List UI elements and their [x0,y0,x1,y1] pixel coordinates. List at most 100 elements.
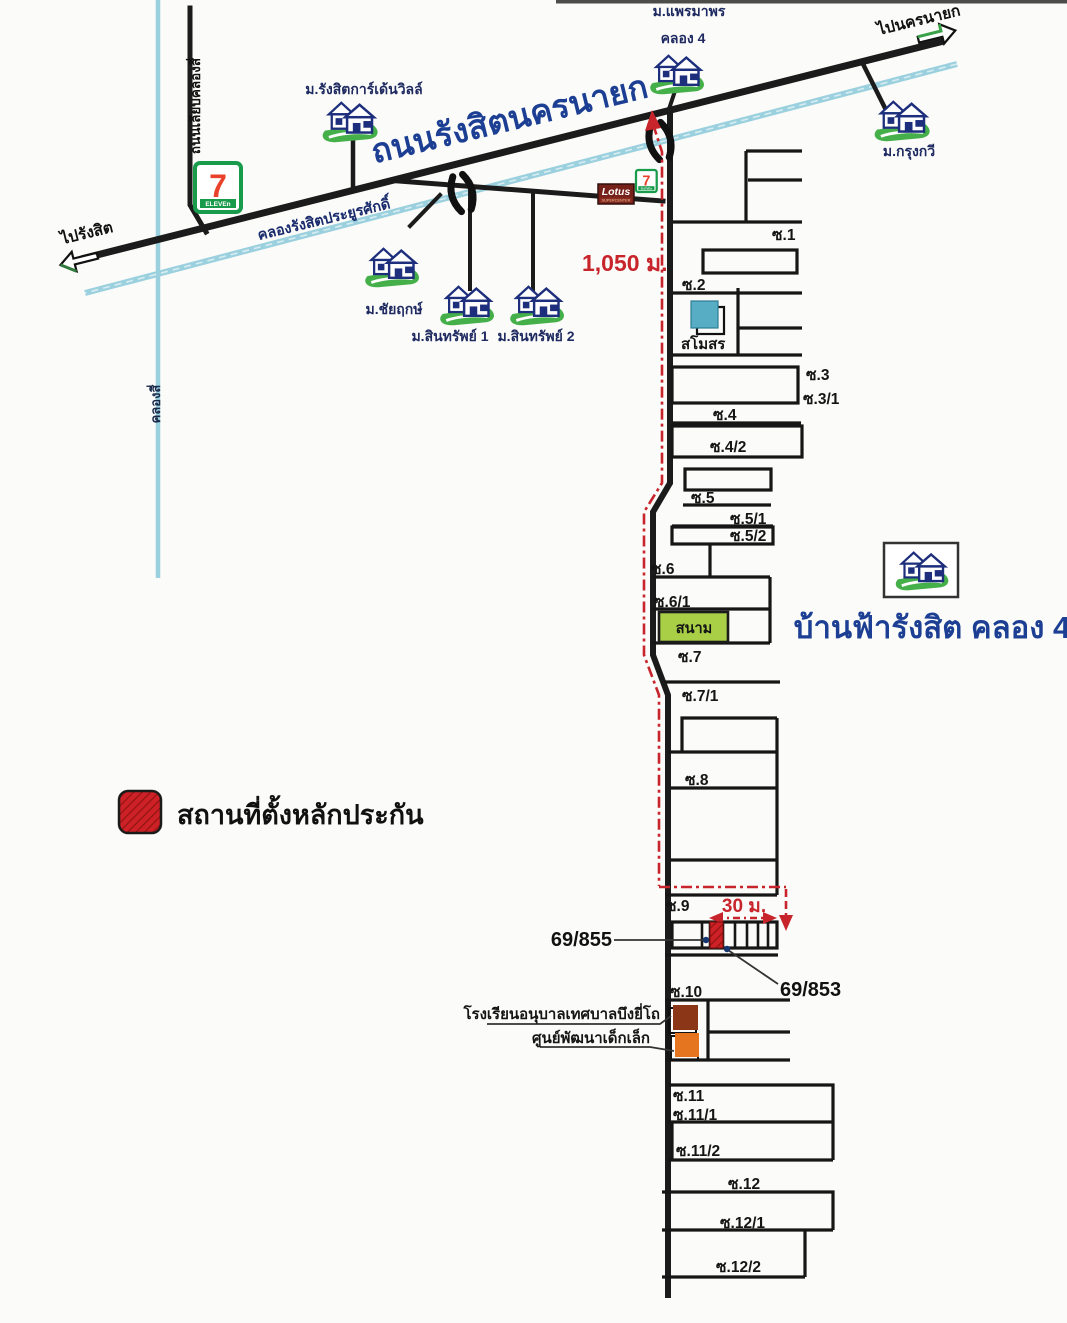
label-soi11-2: ซ.11/2 [676,1143,720,1160]
label-soi5-1: ซ.5/1 [730,511,767,528]
road-chaiyapruek-access [407,192,443,229]
soi6-lines [652,544,772,645]
block-soi4-2 [670,424,804,459]
label-soi12-2: ซ.12/2 [716,1259,761,1276]
seven-eleven-icon: 7 ELEVEn [193,161,243,214]
road-layer [80,5,945,1298]
label-childcare: ศูนย์พัฒนาเด็กเล็ก [532,1028,650,1048]
route-dashed-line [642,123,664,886]
label-69-853: 69/853 [780,979,841,1001]
soi2-lines [673,288,802,357]
project-title: บ้านฟ้ารังสิต คลอง 4 [794,610,1067,645]
seven-eleven-small-icon: 7 ELEVEn [634,168,658,194]
soi1-lines [673,149,802,224]
dot-69-855 [702,936,710,944]
label-phraemaporn-1: ม.แพรมาพร [653,3,726,19]
route-layer [642,110,793,931]
lotus-icon: Lotus SUPERCENTER [597,183,635,205]
label-krungkavee: ม.กรุงกวี [883,143,935,160]
label-soi3-1: ซ.3/1 [803,391,840,408]
label-soi4-2: ซ.4/2 [710,439,746,456]
label-gardenville: ม.รังสิตการ์เด้นวิลล์ [305,81,422,97]
label-soi11: ซ.11 [673,1088,705,1105]
block-soi5-2 [670,525,775,546]
label-soi7: ซ.7 [678,649,701,666]
label-soi2: ซ.2 [682,277,705,294]
label-soi1: ซ.1 [772,227,796,244]
label-soi7-1: ซ.7/1 [682,688,719,705]
label-soi11-1: ซ.11/1 [673,1107,718,1124]
leader-layer [487,939,779,1052]
house-icon-sinsap2 [508,285,566,327]
label-soi9: ซ.9 [666,898,690,915]
label-30m: 30 ม. [722,896,766,917]
label-soi12: ซ.12 [728,1176,760,1193]
label-soi3: ซ.3 [806,367,830,384]
block-soi3 [670,365,800,405]
school-square [673,1005,698,1030]
label-soi4: ซ.4 [713,407,737,424]
soi11-lines [668,1083,835,1162]
canal-texture [84,63,958,294]
dot-69-853 [723,945,731,953]
label-soi6: ซ.6 [651,561,675,578]
label-1050m: 1,050 ม. [582,250,668,276]
legend-swatch [117,789,163,835]
label-sinsap2: ม.สินทรัพย์ 2 [497,328,574,344]
eleven-glyph: ELEVEn [205,201,230,208]
house-icon-sinsap1 [438,285,496,327]
legend-label: สถานที่ตั้งหลักประกัน [177,794,424,830]
label-sinsap1: ม.สินทรัพย์ 1 [411,328,488,344]
leader-school [487,1015,672,1025]
lotus-text: Lotus [602,186,631,198]
lot-row [670,920,779,950]
soi8-lines [668,716,779,895]
canal-layer [84,0,958,578]
seven-glyph-small: 7 [642,173,650,189]
bridge-icon-frontage [447,170,477,216]
house-icon-phraemaporn [648,54,706,96]
subject-lot-marker [709,921,724,949]
label-club: สโมสร [681,334,726,353]
route-arrow-down-head [779,915,793,931]
scan-artifact-line [556,0,1067,4]
label-soi10: ซ.10 [670,984,702,1001]
label-chaiyapruek: ม.ชัยฤกษ์ [365,301,422,317]
eleven-glyph-small: ELEVEn [641,186,653,190]
club-square [690,300,719,329]
label-phraemaporn-2: คลอง 4 [661,30,706,46]
route-arrow-up [645,110,661,131]
arrow-east-icon [916,22,958,46]
road-liab-klong-si [187,5,210,236]
block-soi2 [701,248,799,275]
leader-childcare [540,1046,675,1052]
label-soi6-1: ซ.6/1 [654,594,691,611]
project-logo [882,541,960,599]
legend: สถานที่ตั้งหลักประกัน [117,789,424,835]
label-school: โรงเรียนอนุบาลเทศบาลบึงยี่โถ [462,1003,660,1024]
soi12-lines [662,1190,835,1279]
block-soi5 [683,467,773,492]
road-rangsit-nakhonnayok [80,37,945,263]
house-icon-chaiyapruek [363,247,421,289]
soi-layer [652,149,835,1279]
direction-west-label: ไปรังสิต [57,217,115,248]
seven-glyph: 7 [209,168,227,204]
leader-69-853 [727,949,779,985]
measure-arrow-right [763,912,777,924]
side-road-label: ถนนเลียบคลองสี่ [185,57,203,154]
label-soi5-2: ซ.5/2 [730,528,766,545]
arrow-west-icon [58,249,100,274]
measure-arrow-left [709,912,723,924]
label-69-855: 69/855 [551,929,612,951]
klong-si-label: คลองสี่ [146,385,163,424]
label-field: สนาม [676,621,712,637]
label-soi5: ซ.5 [691,490,715,507]
childcare-square [675,1033,699,1057]
lotus-sub-text: SUPERCENTER [602,199,631,203]
field-rect [657,610,730,644]
road-project-main [650,109,673,1298]
road-krungkavee-access [858,58,890,114]
